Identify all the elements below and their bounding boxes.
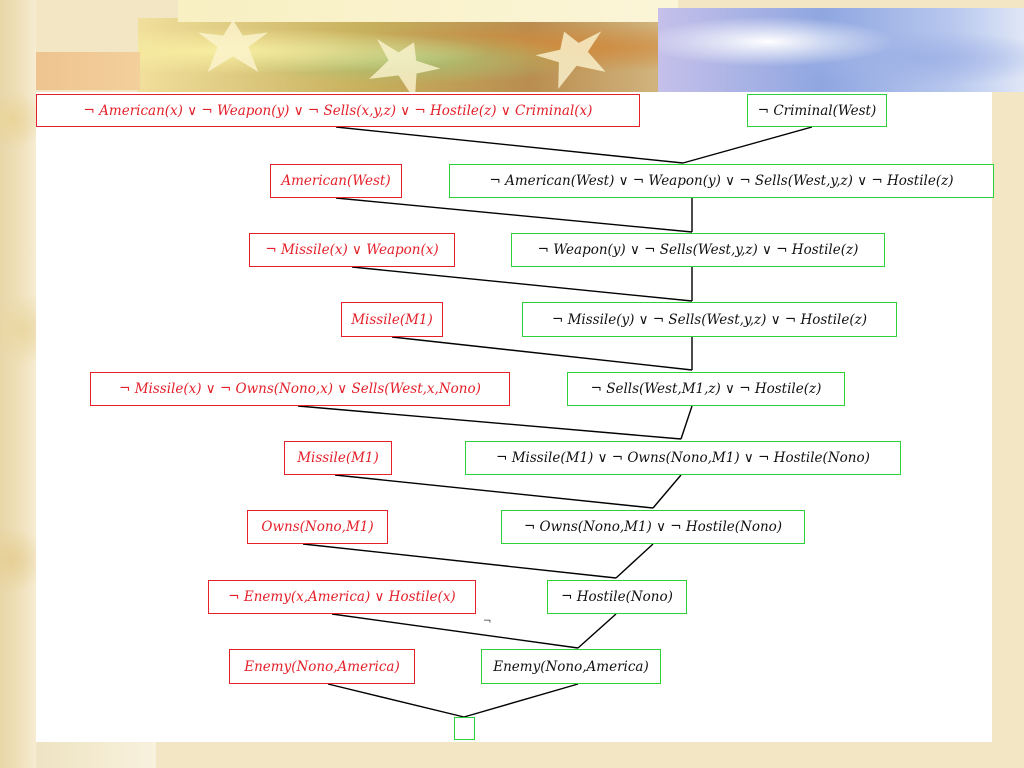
edge — [680, 405, 693, 440]
edge — [391, 336, 693, 371]
decorative-strip — [36, 52, 140, 90]
decorative-banner — [138, 0, 1024, 92]
resolvent-6: ¬ Owns(Nono,M1) ∨ ¬ Hostile(Nono) — [501, 510, 805, 544]
resolvent-8: Enemy(Nono,America) — [481, 649, 661, 684]
empty-clause — [454, 717, 475, 740]
kb-clause-missile-m1: Missile(M1) — [341, 302, 443, 337]
kb-clause-criminal-rule: ¬ American(x) ∨ ¬ Weapon(y) ∨ ¬ Sells(x,… — [36, 94, 640, 127]
kb-clause-enemy-nono-america: Enemy(Nono,America) — [229, 649, 415, 684]
goal-negated-criminal-west: ¬ Criminal(West) — [747, 94, 887, 127]
kb-clause-owns-nono-m1: Owns(Nono,M1) — [247, 510, 388, 544]
edge — [302, 543, 617, 579]
edge — [297, 405, 682, 440]
resolvent-2: ¬ Weapon(y) ∨ ¬ Sells(West,y,z) ∨ ¬ Host… — [511, 233, 885, 267]
stray-negation-mark: ¬ — [483, 616, 492, 627]
kb-clause-sells-rule: ¬ Missile(x) ∨ ¬ Owns(Nono,x) ∨ Sells(We… — [90, 372, 510, 406]
kb-clause-missile-m1-2: Missile(M1) — [284, 441, 392, 475]
kb-clause-missile-weapon: ¬ Missile(x) ∨ Weapon(x) — [249, 233, 455, 267]
edge — [682, 126, 813, 164]
edge — [334, 474, 654, 509]
resolution-edges — [297, 126, 813, 718]
decorative-bottom-strip — [36, 742, 156, 768]
resolvent-7: ¬ Hostile(Nono) — [547, 580, 687, 614]
edge — [615, 543, 654, 579]
edge — [331, 613, 579, 649]
kb-clause-enemy-hostile: ¬ Enemy(x,America) ∨ Hostile(x) — [208, 580, 476, 614]
resolvent-1: ¬ American(West) ∨ ¬ Weapon(y) ∨ ¬ Sells… — [449, 164, 994, 198]
edge — [652, 474, 682, 509]
resolvent-4: ¬ Sells(West,M1,z) ∨ ¬ Hostile(z) — [567, 372, 845, 406]
resolvent-3: ¬ Missile(y) ∨ ¬ Sells(West,y,z) ∨ ¬ Hos… — [522, 302, 897, 337]
resolvent-5: ¬ Missile(M1) ∨ ¬ Owns(Nono,M1) ∨ ¬ Host… — [465, 441, 901, 475]
slide-content: ¬ American(x) ∨ ¬ Weapon(y) ∨ ¬ Sells(x,… — [36, 92, 994, 742]
kb-clause-american-west: American(West) — [270, 164, 402, 198]
edge — [335, 197, 693, 233]
edge — [463, 683, 579, 718]
edge — [577, 613, 617, 649]
edge — [327, 683, 465, 718]
edge — [335, 126, 684, 164]
parchment-border — [0, 0, 36, 768]
edge — [351, 266, 693, 302]
